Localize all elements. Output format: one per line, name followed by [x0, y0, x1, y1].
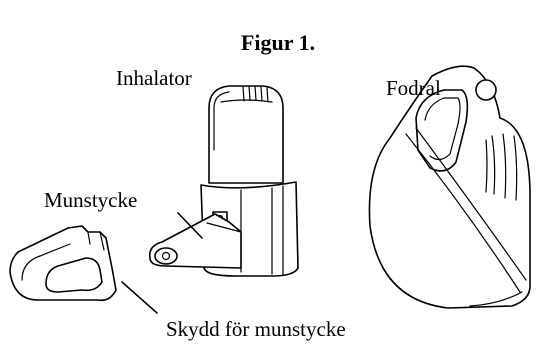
mouthpiece-opening [155, 248, 177, 264]
label-fodral: Fodral [386, 76, 441, 100]
figure-title: Figur 1. [241, 30, 315, 55]
mouthpiece-cap [10, 226, 116, 300]
label-skydd: Skydd för munstycke [166, 317, 346, 341]
case [369, 66, 530, 308]
mouthpiece [150, 214, 241, 268]
label-inhalator: Inhalator [116, 66, 192, 90]
case-button [476, 80, 496, 100]
label-munstycke: Munstycke [44, 188, 137, 212]
skydd-pointer [122, 282, 157, 313]
